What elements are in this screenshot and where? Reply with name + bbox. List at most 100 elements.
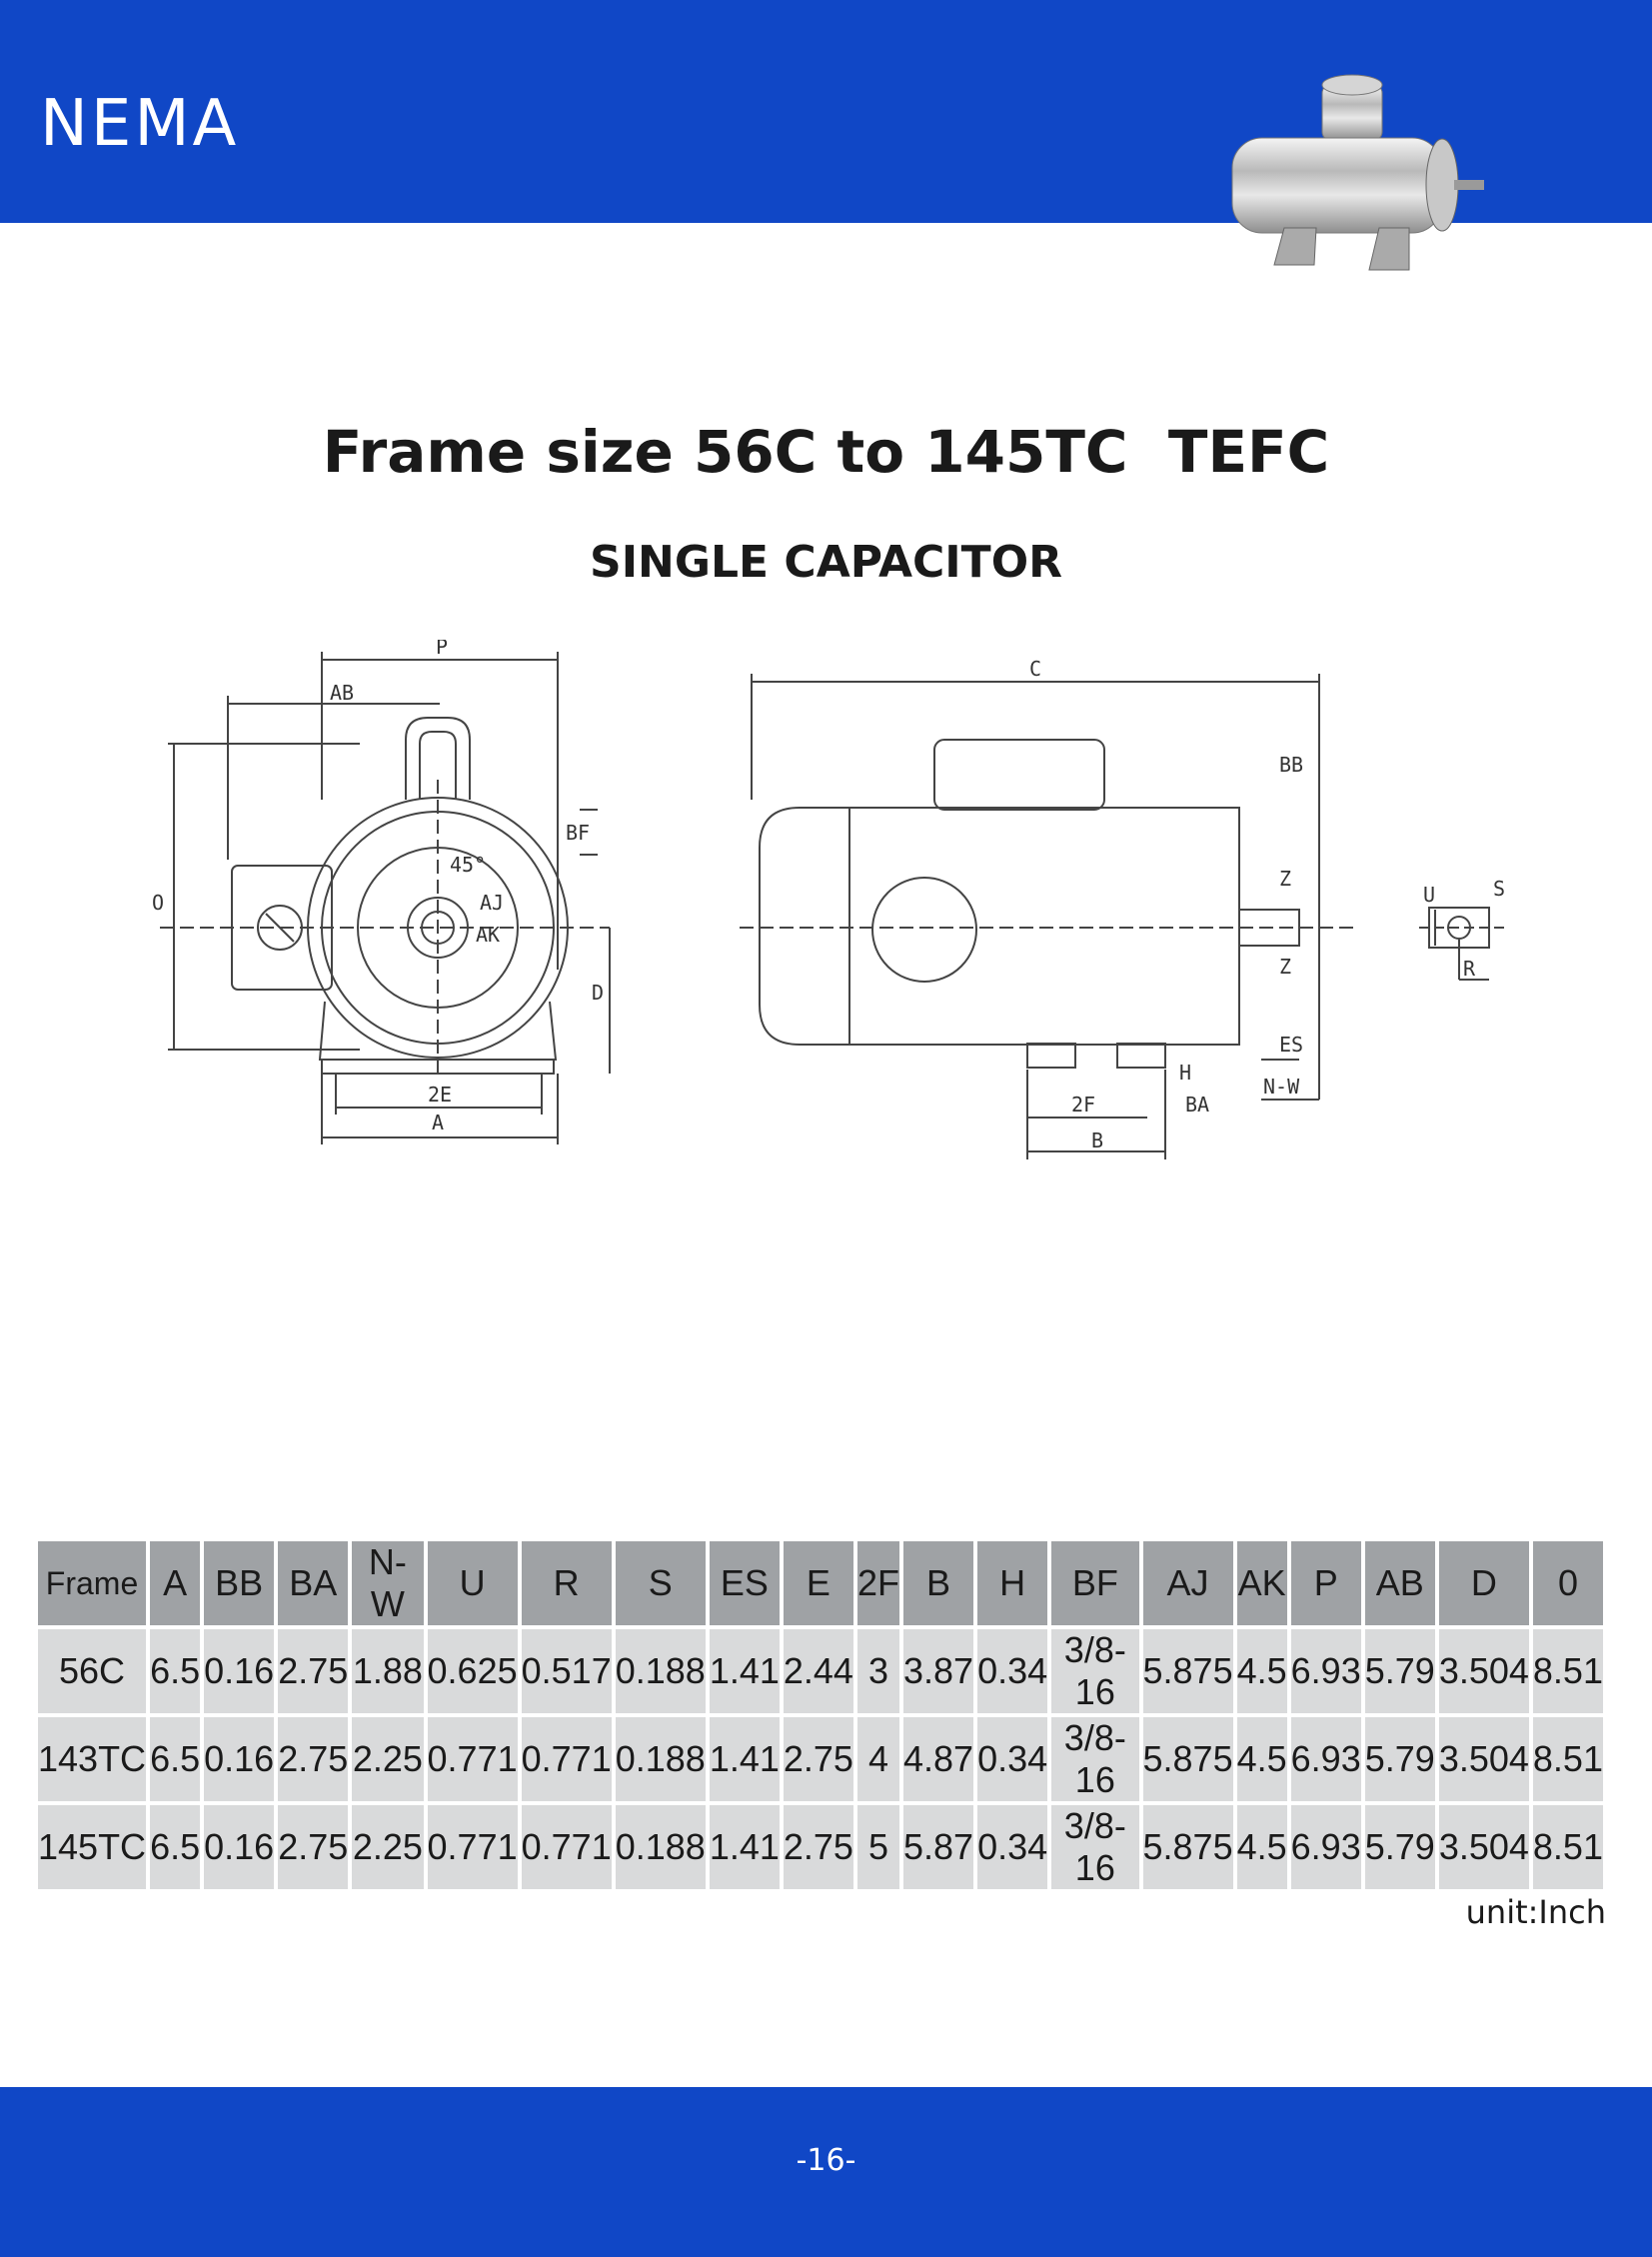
table-cell: 3/8-16 [1051, 1629, 1139, 1713]
label-P: P [436, 640, 448, 659]
table-cell: 0.16 [204, 1805, 275, 1889]
table-cell: 4 [856, 1717, 899, 1801]
col-header: U [427, 1541, 518, 1625]
label-Z1: Z [1279, 867, 1291, 891]
table-cell: 0.517 [521, 1629, 612, 1713]
dimension-drawing: P AB BF 45° AJ AK O D 2E A C BB Z Z ES H… [152, 640, 1509, 1159]
table-row: 143TC 6.5 0.16 2.75 2.25 0.771 0.771 0.1… [38, 1717, 1603, 1801]
side-view [740, 674, 1359, 1159]
table-cell: 3 [856, 1629, 899, 1713]
col-header: B [902, 1541, 974, 1625]
page-number: -16- [796, 2143, 856, 2178]
table-cell: 2.25 [352, 1717, 424, 1801]
col-header: AK [1236, 1541, 1287, 1625]
table-cell: 5.875 [1142, 1805, 1233, 1889]
col-header: R [521, 1541, 612, 1625]
table-cell: 5.79 [1364, 1629, 1435, 1713]
table-cell: 1.41 [709, 1629, 780, 1713]
col-header: BF [1051, 1541, 1139, 1625]
table-cell: 3.504 [1438, 1629, 1529, 1713]
col-header: N-W [352, 1541, 424, 1625]
table-cell: 5.79 [1364, 1805, 1435, 1889]
table-cell: 3/8-16 [1051, 1805, 1139, 1889]
table-cell: 0.771 [521, 1805, 612, 1889]
table-cell: 4.87 [902, 1717, 974, 1801]
col-header: S [615, 1541, 706, 1625]
table-cell: 5.87 [902, 1805, 974, 1889]
table-row: 145TC 6.5 0.16 2.75 2.25 0.771 0.771 0.1… [38, 1805, 1603, 1889]
table-cell: 1.41 [709, 1805, 780, 1889]
table-cell: 6.93 [1290, 1717, 1361, 1801]
table-cell: 4.5 [1236, 1717, 1287, 1801]
table-cell: 0.188 [615, 1629, 706, 1713]
col-header: AJ [1142, 1541, 1233, 1625]
col-header-frame: Frame [38, 1541, 147, 1625]
table-cell: 0.625 [427, 1629, 518, 1713]
label-H: H [1179, 1061, 1191, 1085]
table-cell: 1.41 [709, 1717, 780, 1801]
table-cell: 1.88 [352, 1629, 424, 1713]
table-cell: 0.34 [977, 1717, 1048, 1801]
table-cell: 5.79 [1364, 1717, 1435, 1801]
table-cell: 2.44 [783, 1629, 853, 1713]
col-header: 2F [856, 1541, 899, 1625]
table-cell: 0.771 [427, 1805, 518, 1889]
table-cell: 0.34 [977, 1629, 1048, 1713]
label-R: R [1463, 957, 1476, 981]
col-header: H [977, 1541, 1048, 1625]
label-D: D [592, 981, 604, 1005]
table-cell: 8.51 [1532, 1629, 1603, 1713]
table-cell: 3.504 [1438, 1717, 1529, 1801]
table-cell: 6.93 [1290, 1629, 1361, 1713]
label-S: S [1493, 877, 1505, 901]
label-2E: 2E [428, 1083, 452, 1107]
col-header: 0 [1532, 1541, 1603, 1625]
label-B: B [1091, 1128, 1103, 1152]
table-header-row: Frame A BB BA N-W U R S ES E 2F B H BF A… [38, 1541, 1603, 1625]
table-cell-frame: 143TC [38, 1717, 147, 1801]
table-cell-frame: 56C [38, 1629, 147, 1713]
page-subtitle: SINGLE CAPACITOR [590, 537, 1062, 588]
col-header: BA [278, 1541, 349, 1625]
table-cell: 2.75 [278, 1717, 349, 1801]
label-U: U [1423, 883, 1435, 907]
table-cell: 3.504 [1438, 1805, 1529, 1889]
col-header: BB [204, 1541, 275, 1625]
label-BF: BF [566, 821, 590, 845]
dimensions-table: Frame A BB BA N-W U R S ES E 2F B H BF A… [34, 1537, 1607, 1893]
label-AB: AB [330, 681, 354, 705]
table-cell: 5.875 [1142, 1629, 1233, 1713]
table-cell: 0.771 [521, 1717, 612, 1801]
col-header: P [1290, 1541, 1361, 1625]
label-BA: BA [1185, 1093, 1209, 1117]
table-cell: 5.875 [1142, 1717, 1233, 1801]
table-cell: 0.188 [615, 1805, 706, 1889]
label-A: A [432, 1111, 444, 1134]
unit-note: unit:Inch [1465, 1893, 1606, 1931]
table-cell: 8.51 [1532, 1717, 1603, 1801]
table-cell: 6.5 [150, 1629, 201, 1713]
label-O: O [152, 891, 164, 915]
col-header: A [150, 1541, 201, 1625]
table-cell: 6.5 [150, 1805, 201, 1889]
table-cell: 5 [856, 1805, 899, 1889]
table-cell: 2.75 [783, 1805, 853, 1889]
label-BB: BB [1279, 753, 1303, 777]
dimensions-table-container: Frame A BB BA N-W U R S ES E 2F B H BF A… [34, 1537, 1607, 1893]
label-ES: ES [1279, 1033, 1303, 1057]
table-cell: 0.16 [204, 1717, 275, 1801]
page-title: Frame size 56C to 145TC TEFC [322, 418, 1330, 486]
col-header: D [1438, 1541, 1529, 1625]
footer-bar [0, 2087, 1652, 2257]
shaft-detail [1419, 907, 1509, 981]
col-header: E [783, 1541, 853, 1625]
table-cell: 0.16 [204, 1629, 275, 1713]
table-cell: 3.87 [902, 1629, 974, 1713]
col-header: ES [709, 1541, 780, 1625]
table-cell: 0.188 [615, 1717, 706, 1801]
table-cell: 6.5 [150, 1717, 201, 1801]
brand-title: NEMA [40, 87, 240, 161]
front-view [160, 652, 611, 1144]
label-45: 45° [450, 853, 486, 877]
table-cell-frame: 145TC [38, 1805, 147, 1889]
